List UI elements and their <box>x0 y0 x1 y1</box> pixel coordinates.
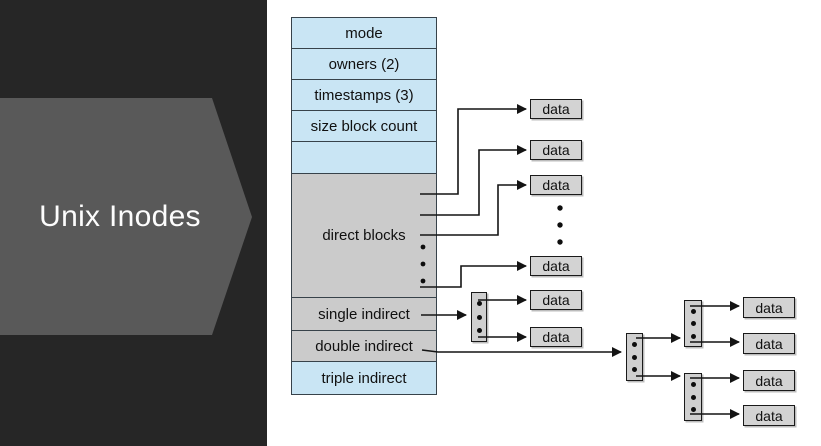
pointer-dot <box>690 333 696 339</box>
inode-row-mode: mode <box>292 18 436 49</box>
data-block-6: data <box>530 327 582 347</box>
inode-row-direct-blocks: direct blocks <box>292 174 436 298</box>
data-block-8: data <box>743 333 795 354</box>
data-block-7: data <box>743 297 795 318</box>
pointer-dot <box>690 381 696 387</box>
double-indirect-block-level1 <box>626 333 643 381</box>
pointer-dot <box>690 407 696 413</box>
inode-row-size-block-count: size block count <box>292 111 436 142</box>
inode-row-label: single indirect <box>318 305 410 323</box>
inode-row-label: double indirect <box>315 337 413 355</box>
data-block-1: data <box>530 99 582 119</box>
data-block-9: data <box>743 370 795 391</box>
inode-row-label: owners (2) <box>328 55 400 73</box>
inode-row-empty <box>292 142 436 174</box>
inode-row-triple-indirect: triple indirect <box>292 362 436 394</box>
data-block-2: data <box>530 140 582 160</box>
pointer-dot <box>476 314 482 320</box>
data-column-ellipsis-dots <box>557 205 563 245</box>
pointer-dot <box>632 367 637 373</box>
inode-row-label: direct blocks <box>322 227 406 244</box>
inode-row-label: timestamps (3) <box>314 86 414 104</box>
pointer-dot <box>632 354 637 360</box>
inode-row-single-indirect: single indirect <box>292 298 436 331</box>
inode-row-owners: owners (2) <box>292 49 436 80</box>
inode-row-timestamps: timestamps (3) <box>292 80 436 111</box>
inode-row-double-indirect: double indirect <box>292 331 436 362</box>
slide-title-panel: Unix Inodes <box>0 0 267 446</box>
data-block-10: data <box>743 405 795 426</box>
single-indirect-block <box>471 292 487 342</box>
pointer-dot <box>632 341 637 347</box>
pointer-dot <box>476 327 482 333</box>
inode-row-label: size block count <box>310 117 418 135</box>
data-block-5: data <box>530 290 582 310</box>
title-chevron-shape: Unix Inodes <box>0 98 252 335</box>
pointer-dot <box>690 394 696 400</box>
slide-title: Unix Inodes <box>39 199 201 233</box>
inode-row-label: triple indirect <box>321 369 407 387</box>
data-block-4: data <box>530 256 582 276</box>
pointer-dot <box>690 308 696 314</box>
arrow-double-indirect <box>421 347 622 357</box>
inode-row-label: mode <box>345 24 383 42</box>
pointer-dot <box>476 301 482 307</box>
inode-table: mode owners (2) timestamps (3) size bloc… <box>291 17 437 395</box>
pointer-dot <box>690 321 696 326</box>
data-block-3: data <box>530 175 582 195</box>
double-indirect-block-level2-bottom <box>684 373 702 421</box>
double-indirect-block-level2-top <box>684 300 702 347</box>
